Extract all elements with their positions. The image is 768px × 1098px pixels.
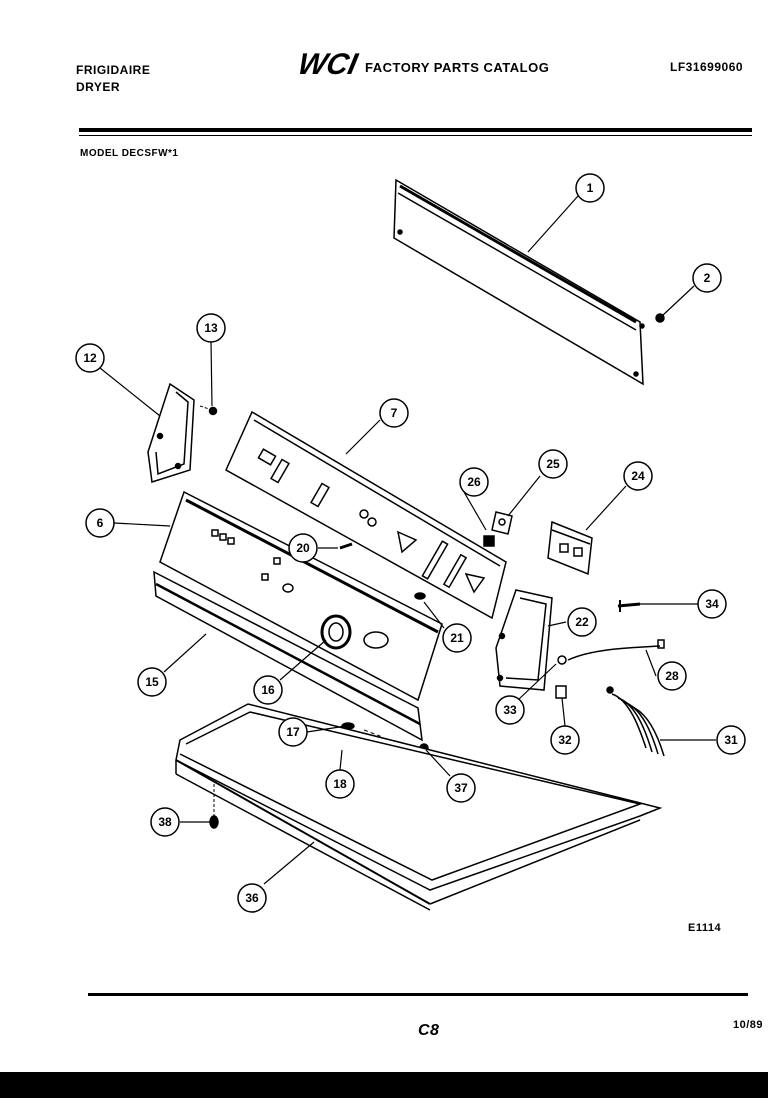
svg-text:34: 34 xyxy=(705,597,719,611)
callout-25: 25 xyxy=(538,449,568,479)
part-28-wire-lead xyxy=(567,639,665,661)
part-12-end-bracket xyxy=(147,382,195,483)
part-13-screw xyxy=(199,405,218,416)
svg-text:16: 16 xyxy=(261,683,275,697)
catalog-date: 10/89 xyxy=(733,1019,764,1031)
callout-2: 2 xyxy=(692,263,722,293)
callout-24: 24 xyxy=(623,461,653,491)
callout-15: 15 xyxy=(137,667,167,697)
part-24-timer xyxy=(547,520,593,576)
callout-17: 17 xyxy=(278,717,308,747)
part-34-screw xyxy=(617,600,641,612)
footer-rule xyxy=(88,993,748,996)
svg-text:33: 33 xyxy=(503,703,517,717)
svg-text:36: 36 xyxy=(245,891,259,905)
parts-32-33-clips xyxy=(555,655,567,699)
part-16-knob xyxy=(320,614,389,650)
scan-edge-band xyxy=(0,1072,768,1098)
part-1-backsplash-panel xyxy=(393,178,645,386)
callout-26: 26 xyxy=(459,467,489,497)
svg-text:32: 32 xyxy=(558,733,572,747)
callout-38: 38 xyxy=(150,807,180,837)
brand-label: FRIGIDAIRE DRYER xyxy=(76,62,150,96)
callout-37: 37 xyxy=(446,773,476,803)
svg-text:2: 2 xyxy=(704,271,711,285)
svg-text:17: 17 xyxy=(286,725,300,739)
part-31-wire-harness xyxy=(606,686,665,757)
svg-text:25: 25 xyxy=(546,457,560,471)
callout-7: 7 xyxy=(379,398,409,428)
svg-text:38: 38 xyxy=(158,815,172,829)
callout-6: 6 xyxy=(85,508,115,538)
catalog-title: FACTORY PARTS CATALOG xyxy=(365,60,550,75)
svg-text:20: 20 xyxy=(296,541,310,555)
callout-33: 33 xyxy=(495,695,525,725)
callout-28: 28 xyxy=(657,661,687,691)
callout-34: 34 xyxy=(697,589,727,619)
part-38-screw xyxy=(209,784,219,829)
model-number: MODEL DECSFW*1 xyxy=(80,148,179,159)
page-number: C8 xyxy=(418,1022,440,1039)
svg-text:7: 7 xyxy=(391,406,398,420)
callout-22: 22 xyxy=(567,607,597,637)
svg-text:28: 28 xyxy=(665,669,679,683)
part-22-end-bracket xyxy=(495,589,553,691)
svg-text:12: 12 xyxy=(83,351,97,365)
leader-lines xyxy=(99,195,716,885)
callout-36: 36 xyxy=(237,883,267,913)
svg-text:15: 15 xyxy=(145,675,159,689)
callout-16: 16 xyxy=(253,675,283,705)
diagram-code: E1114 xyxy=(688,922,722,934)
callout-markers: 1 2 6 7 12 13 15 16 17 18 20 21 22 24 25… xyxy=(75,173,746,913)
svg-text:31: 31 xyxy=(724,733,738,747)
callout-20: 20 xyxy=(288,533,318,563)
part-15-trim-strip xyxy=(153,570,423,742)
part-25-switch xyxy=(491,511,513,535)
callout-13: 13 xyxy=(196,313,226,343)
svg-text:21: 21 xyxy=(450,631,464,645)
svg-text:6: 6 xyxy=(97,516,104,530)
svg-text:18: 18 xyxy=(333,777,347,791)
callout-31: 31 xyxy=(716,725,746,755)
callout-18: 18 xyxy=(325,769,355,799)
callout-32: 32 xyxy=(550,725,580,755)
wci-logo: WCI xyxy=(300,48,361,78)
svg-text:26: 26 xyxy=(467,475,481,489)
callout-12: 12 xyxy=(75,343,105,373)
part-7-control-panel xyxy=(225,410,507,620)
brand-name: FRIGIDAIRE xyxy=(76,63,151,77)
callout-21: 21 xyxy=(442,623,472,653)
svg-text:24: 24 xyxy=(631,469,645,483)
svg-text:13: 13 xyxy=(204,321,218,335)
svg-text:1: 1 xyxy=(587,181,594,195)
part-26-indicator xyxy=(483,535,495,547)
callout-1: 1 xyxy=(575,173,605,203)
header-rule-thick xyxy=(79,128,752,132)
svg-text:22: 22 xyxy=(575,615,589,629)
product-type: DRYER xyxy=(76,80,121,94)
catalog-code: LF31699060 xyxy=(670,60,744,74)
part-36-top-cabinet xyxy=(175,703,663,911)
header-rule-thin xyxy=(79,135,752,136)
svg-text:37: 37 xyxy=(454,781,468,795)
svg-text:WCI: WCI xyxy=(300,48,361,78)
